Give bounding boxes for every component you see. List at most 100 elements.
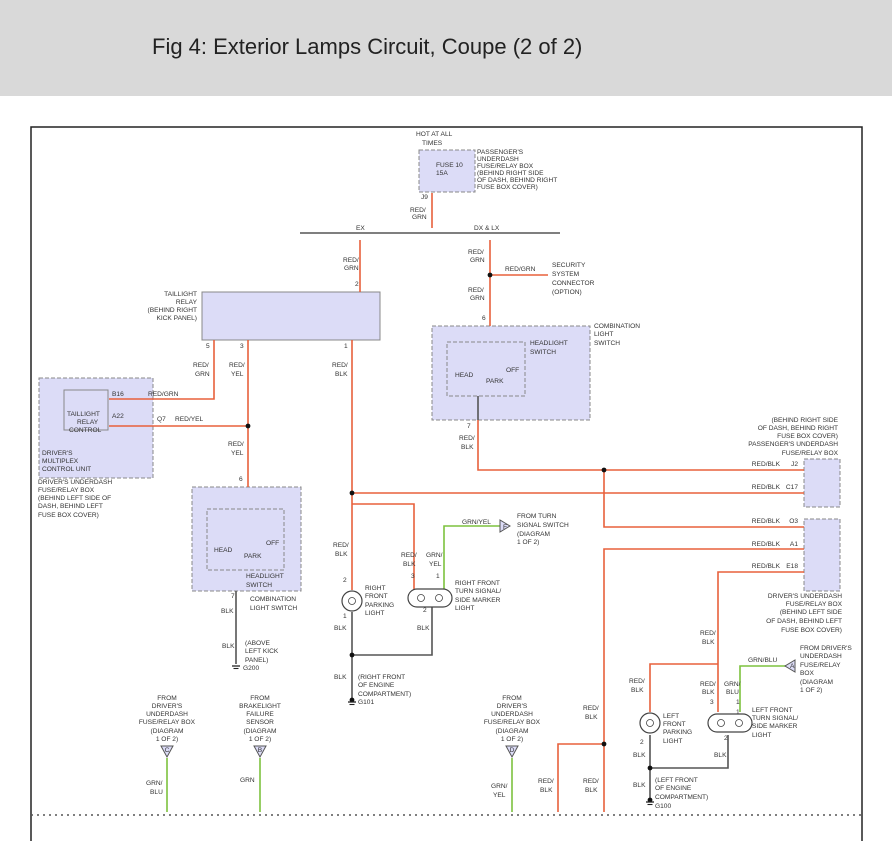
page-title: Fig 4: Exterior Lamps Circuit, Coupe (2 … [152,34,583,59]
diagram-label: BLK [334,674,347,681]
diagram-label: LIGHT SWITCH [250,605,297,612]
diagram-label: (BEHIND LEFT SIDE [780,609,843,616]
diagram-label: DRIVER'S [497,703,528,710]
diagram-label: E18 [786,563,798,570]
diagram-label: Q7 [157,416,166,423]
diagram-label: GRN [195,371,210,378]
diagram-label: FUSE BOX COVER) [781,627,842,634]
right-front-turn-signal-lamp-icon-filament-a [417,594,425,602]
connector-c-icon [160,745,174,759]
splice-dot [647,797,653,803]
diagram-label: A1 [790,541,798,548]
diagram-label: BLK [585,787,598,794]
wire-red-blk-left-park [649,663,718,712]
diagram-label: TIMES [422,140,443,147]
diagram-label: TURN SIGNAL/ [752,715,798,722]
diagram-label: TAILLIGHT [67,411,100,418]
diagram-label: OF ENGINE [655,785,692,792]
diagram-label: RED/ [538,778,554,785]
right-front-turn-signal-lamp-icon-filament-b [435,594,443,602]
diagram-label: OFF [506,367,519,374]
diagram-label: GRN [344,265,359,272]
diagram-label: RED/ [228,441,244,448]
diagram-label: CONTROL [69,427,102,434]
diagram-label: BLK [540,787,553,794]
diagram-label: BLK [403,561,416,568]
diagram-label: LIGHT [455,605,474,612]
diagram-label: PARKING [663,729,692,736]
diagram-label: LIGHT [365,610,384,617]
headlight-switch-right [446,341,526,397]
wire-red-blk-j2 [477,420,804,471]
diagram-label: (ABOVE [245,640,271,647]
diagram-label: COMBINATION [594,323,640,330]
right-front-parking-lamp-icon-filament [348,597,356,605]
splice-dot [349,652,355,658]
diagram-label: BLK [702,639,715,646]
diagram-label: RED/ [459,435,475,442]
right-front-parking-lamp-icon [341,590,363,612]
diagram-label: FROM [502,695,521,702]
diagram-label: RED/ [468,287,484,294]
taillight-relay-control-box [63,389,109,431]
diagram-label: RIGHT [365,585,386,592]
diagram-label: 1 OF 2) [156,736,178,743]
diagram-label: RED/GRN [148,391,179,398]
diagram-label: GRN/ [426,552,443,559]
diagram-label: UNDERDASH [146,711,188,718]
diagram-label: SWITCH [530,349,556,356]
diagram-label: (LEFT FRONT [655,777,698,784]
diagram-label: PANEL) [245,657,268,664]
diagram-label: FUSE/RELAY BOX [38,487,95,494]
diagram-label: B16 [112,391,124,398]
diagram-label: F [503,524,507,531]
diagram-label: COMPARTMENT) [655,794,708,801]
left-front-parking-lamp-icon [639,712,661,734]
left-front-turn-signal-lamp-icon-filament-a [717,719,725,727]
diagram-label: C17 [786,484,798,491]
splice-dot [647,765,653,771]
diagram-label: G200 [243,665,259,672]
diagram-label: J2 [791,461,798,468]
splice-dot [349,490,355,496]
diagram-label: LEFT [663,713,679,720]
diagram-label: 1 [736,709,740,716]
diagram-label: BLK [714,752,727,759]
diagram-label: BLK [461,444,474,451]
splice-dot [601,467,607,473]
diagram-label: RED/ [410,207,426,214]
diagram-label: RED/ [343,257,359,264]
diagram-label: 1 [436,573,440,580]
diagram-label: YEL [493,792,506,799]
diagram-label: 1 OF 2) [249,736,271,743]
diagram-label: 1 OF 2) [501,736,523,743]
diagram-label: RED/BLK [752,541,781,548]
diagram-label: 1 OF 2) [800,687,822,694]
diagram-label: BLK [221,608,234,615]
diagram-label: OF DASH, BEHIND LEFT [766,618,842,625]
diagram-label: RED/ [468,249,484,256]
diagram-label: FRONT [365,593,388,600]
wire-blk-left-turn [650,735,729,769]
diagram-label: GRN/YEL [462,519,491,526]
diagram-label: LIGHT [663,738,682,745]
diagram-label: 6 [239,476,243,483]
diagram-label: 6 [482,315,486,322]
diagram-label: FUSE 10 [436,162,463,169]
splice-dot [245,423,251,429]
wire-grn-blu-left [739,665,795,712]
diagram-label: BLK [417,625,430,632]
diagram-label: LIGHT [752,732,771,739]
diagram-label: RIGHT FRONT [455,580,500,587]
diagram-label: D [510,747,515,754]
diagram-label: SENSOR [246,719,274,726]
diagram-label: EX [356,225,365,232]
diagram-label: GRN [470,257,485,264]
diagram-label: (BEHIND RIGHT [148,307,197,314]
right-front-turn-signal-lamp-icon [407,588,453,608]
diagram-label: FAILURE [246,711,274,718]
diagram-label: 2 [640,739,644,746]
diagram-label: BOX [800,670,815,677]
diagram-label: RED/ [583,778,599,785]
